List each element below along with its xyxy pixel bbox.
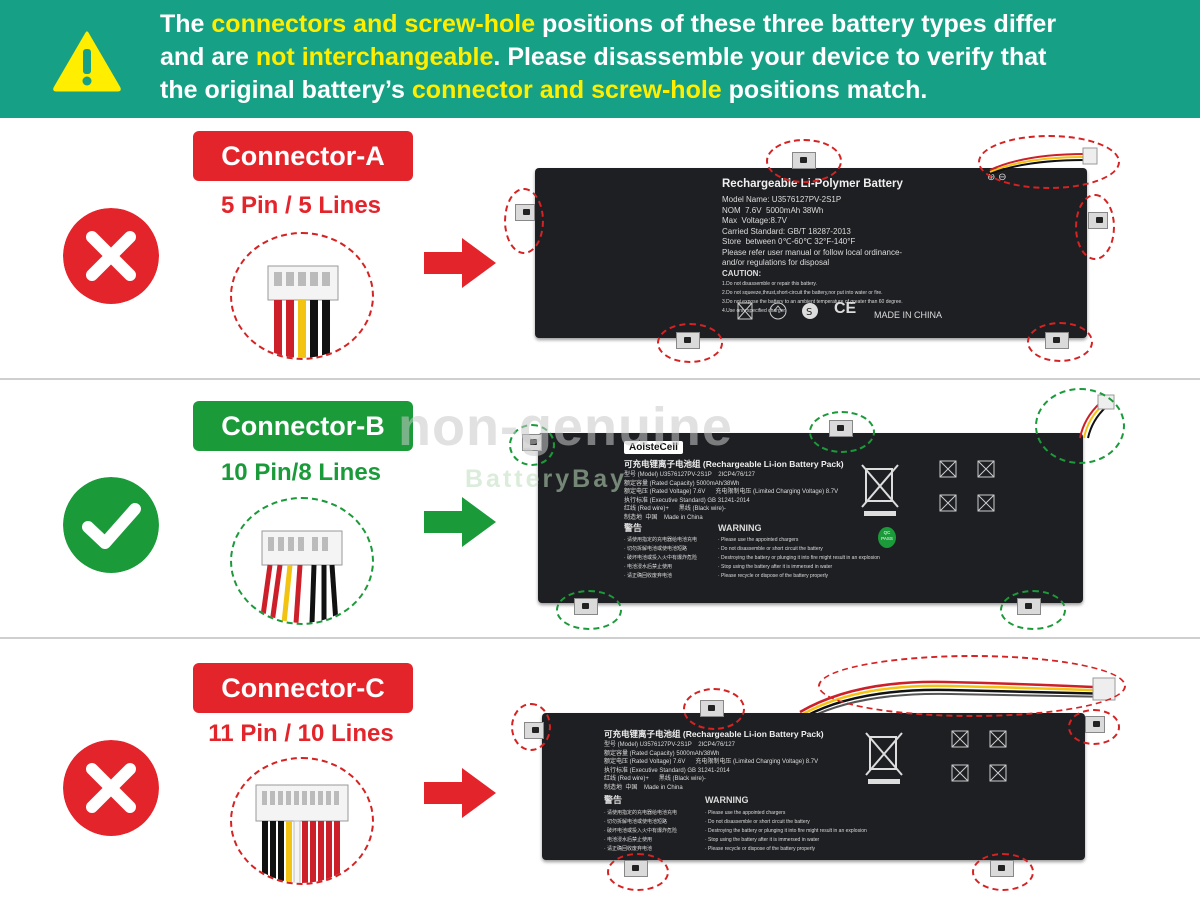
screw-hole-marker	[1000, 590, 1066, 630]
recycle-symbols-icon: S	[737, 302, 818, 320]
connector-plug-icon	[259, 530, 343, 623]
screw-hole-marker	[511, 703, 551, 751]
screw-hole-marker	[657, 323, 723, 363]
connector-c-pins: 11 Pin / 10 Lines	[208, 720, 394, 747]
connector-plug-icon	[255, 784, 349, 883]
screw-hole-marker	[683, 688, 745, 730]
battery-b: AolsteCell 可充电锂离子电池组 (Rechargeable Li-io…	[538, 433, 1083, 603]
screw-hole-marker	[766, 139, 842, 183]
watermark-main: non-genuine	[398, 397, 733, 457]
battery-b-warn-cn-list: · 请使用指定的充电器给电池充电 · 切勿拆解电池或使电池短路 · 破坏电池或投…	[624, 537, 698, 579]
recycle-symbols-icon	[865, 730, 1007, 784]
screw-hole-marker	[972, 853, 1034, 891]
connector-b-closeup	[230, 497, 374, 625]
notice-banner: The connectors and screw-hole positions …	[0, 0, 1200, 118]
screw-hole-marker	[1075, 194, 1115, 260]
battery-b-title: 可充电锂离子电池组 (Rechargeable Li-ion Battery P…	[624, 459, 844, 469]
ce-mark: CE	[834, 300, 857, 317]
x-icon	[63, 740, 159, 836]
battery-b-warn-cn: 警告	[624, 523, 643, 533]
battery-b-specs: 型号 (Model) U3576127PV-2S1P 2ICP4/76/127 …	[624, 472, 839, 521]
warning-icon	[53, 31, 121, 92]
recycle-symbols-icon	[861, 460, 995, 516]
connector-marker	[818, 655, 1126, 717]
check-icon	[63, 477, 159, 573]
connector-marker	[978, 135, 1120, 189]
battery-a-caution: CAUTION:	[722, 269, 762, 278]
screw-hole-marker	[509, 424, 555, 466]
row-divider	[0, 378, 1200, 380]
qc-pass-badge: QC PASS	[878, 527, 896, 548]
screw-hole-marker	[1068, 709, 1120, 745]
row-divider	[0, 637, 1200, 639]
arrow-right-icon	[424, 768, 496, 818]
battery-a-specs: Model Name: U3576127PV-2S1P NOM 7.6V 500…	[722, 195, 903, 267]
arrow-right-icon	[424, 497, 496, 547]
battery-c: 可充电锂离子电池组 (Rechargeable Li-ion Battery P…	[542, 713, 1085, 860]
connector-plug-icon	[267, 265, 339, 358]
connector-a-closeup	[230, 232, 374, 360]
battery-c-title: 可充电锂离子电池组 (Rechargeable Li-ion Battery P…	[604, 729, 824, 739]
battery-c-specs: 型号 (Model) U3576127PV-2S1P 2ICP4/76/127 …	[604, 742, 819, 791]
battery-c-warn-cn-list: · 请使用指定的充电器给电池充电 · 切勿拆解电池或使电池短路 · 破坏电池或投…	[604, 810, 678, 852]
x-icon	[63, 208, 159, 304]
battery-c-warn-en-list: · Please use the appointed chargers · Do…	[705, 810, 867, 852]
connector-a-pins: 5 Pin / 5 Lines	[220, 192, 382, 219]
connector-marker	[1035, 388, 1125, 464]
battery-a-title: Rechargeable Li-Polymer Battery	[722, 178, 903, 190]
brand-logo: AolsteCell	[624, 441, 683, 454]
screw-hole-marker	[809, 411, 875, 453]
notice-text: The connectors and screw-hole positions …	[160, 10, 1057, 104]
connector-c-closeup	[230, 757, 374, 885]
battery-c-warn-cn: 警告	[604, 795, 623, 805]
arrow-right-icon	[424, 238, 496, 288]
watermark-sub: BatteryBay	[465, 465, 628, 493]
battery-a-caution-list: 1.Do not disassemble or repair this batt…	[722, 281, 903, 314]
battery-a: Rechargeable Li-Polymer Battery Model Na…	[535, 168, 1087, 338]
battery-b-warn-en: WARNING	[718, 523, 762, 533]
connector-c-label: Connector-C	[193, 663, 413, 713]
screw-hole-marker	[607, 853, 669, 891]
battery-c-warn-en: WARNING	[705, 795, 749, 805]
screw-hole-marker	[1027, 322, 1093, 362]
battery-a-made-in: MADE IN CHINA	[874, 310, 943, 320]
screw-hole-marker	[556, 590, 622, 630]
connector-b-label: Connector-B	[193, 401, 413, 451]
connector-b-pins: 10 Pin/8 Lines	[220, 459, 382, 486]
svg-text:S: S	[806, 307, 812, 318]
battery-b-warn-en-list: · Please use the appointed chargers · Do…	[718, 537, 880, 579]
connector-a-label: Connector-A	[193, 131, 413, 181]
screw-hole-marker	[504, 188, 544, 254]
